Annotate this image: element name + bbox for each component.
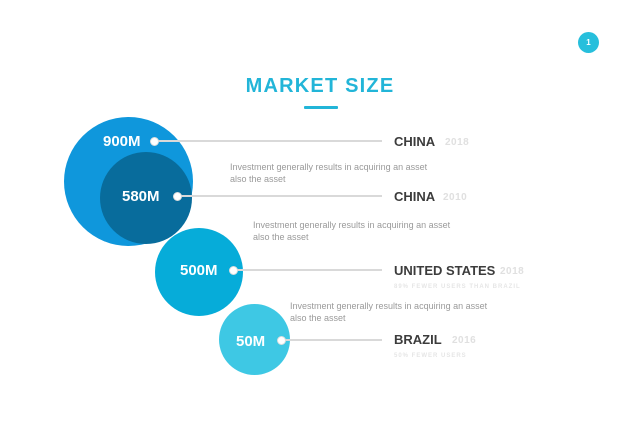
country-label-brazil: BRAZIL [394, 332, 442, 347]
country-label-china-2010: CHINA [394, 189, 436, 204]
slide-title: MARKET SIZE [245, 75, 395, 97]
page-number-badge: 1 [578, 32, 599, 53]
year-label-2010: 2010 [443, 192, 468, 203]
year-label-2016: 2016 [452, 335, 477, 346]
connector-line-580m [178, 195, 382, 197]
connector-dot-900m [150, 137, 159, 146]
note-brazil: 50% FEWER USERS [394, 353, 467, 359]
connector-line-500m [234, 269, 382, 271]
description-580m: Investment generally results in acquirin… [230, 162, 428, 184]
connector-line-900m [155, 140, 382, 142]
note-united-states: 89% FEWER USERS THAN BRAZIL [394, 284, 521, 290]
connector-dot-580m [173, 192, 182, 201]
bubble-value-900m: 900M [103, 133, 141, 150]
country-label-china-2018: CHINA [394, 134, 436, 149]
year-label-2018-us: 2018 [500, 266, 525, 277]
year-label-2018: 2018 [445, 137, 470, 148]
connector-dot-50m [277, 336, 286, 345]
bubble-value-50m: 50M [236, 333, 266, 350]
bubble-500m [155, 228, 243, 316]
bubble-value-580m: 580M [122, 188, 160, 205]
connector-line-50m [282, 339, 382, 341]
country-label-united-states: UNITED STATES [394, 263, 496, 278]
title-underline [304, 106, 338, 109]
bubble-value-500m: 500M [180, 262, 218, 279]
description-50m: Investment generally results in acquirin… [290, 301, 488, 323]
description-500m: Investment generally results in acquirin… [253, 220, 451, 242]
connector-dot-500m [229, 266, 238, 275]
